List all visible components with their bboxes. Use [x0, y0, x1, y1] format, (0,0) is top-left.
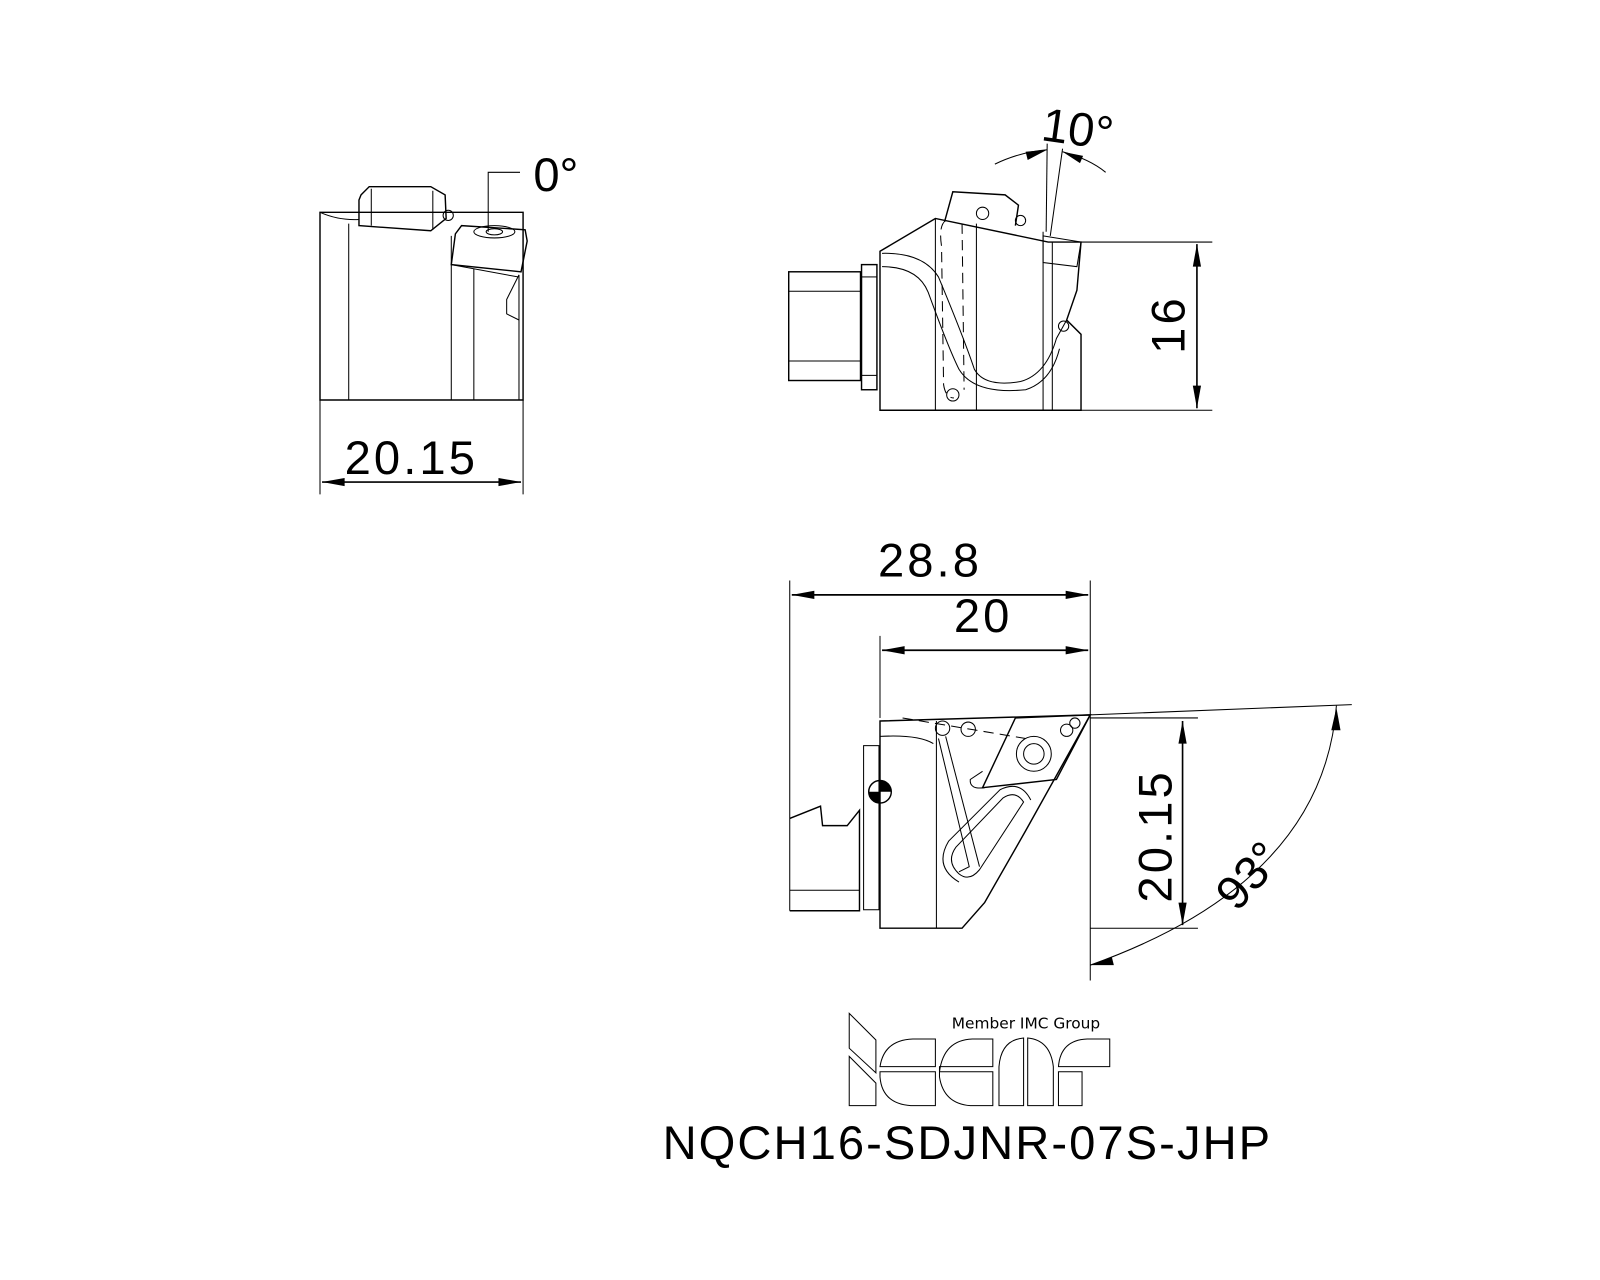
side-view [787, 143, 1213, 411]
top-view-approach-angle: 93° [1205, 831, 1292, 919]
front-view-angle-label: 0° [533, 148, 578, 201]
angle-leader-line [487, 171, 520, 232]
side-view-height-dim: 16 [1142, 295, 1195, 354]
front-view [319, 171, 528, 495]
top-view-width-dim: 20.15 [1128, 769, 1181, 902]
top-view-overall-length-dim: 28.8 [878, 533, 982, 586]
part-number: NQCH16-SDJNR-07S-JHP [663, 1116, 1273, 1169]
logo-tagline: Member IMC Group [952, 1015, 1100, 1033]
top-view-head-length-dim: 20 [954, 589, 1013, 642]
top-view [789, 580, 1352, 981]
side-view-angle-label: 10° [1039, 97, 1117, 159]
front-view-width-dim: 20.15 [345, 431, 478, 484]
iscar-logo [848, 1012, 1111, 1107]
